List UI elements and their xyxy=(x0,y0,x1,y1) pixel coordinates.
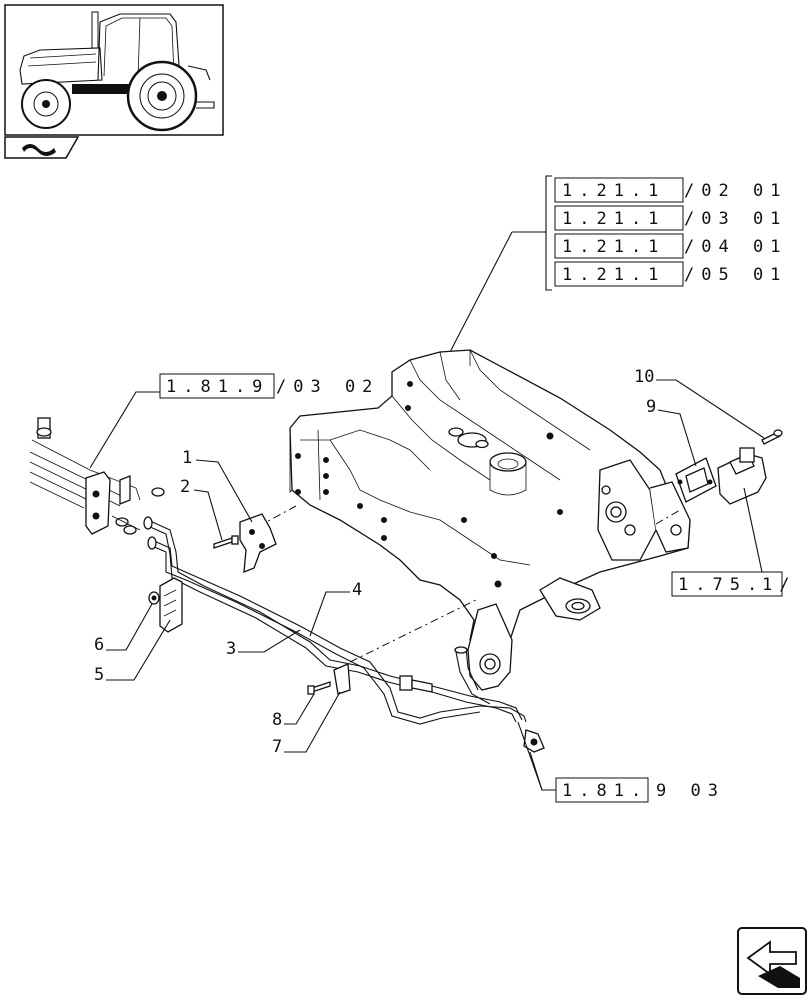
frame-reference-4-suffix: /05 01 xyxy=(684,265,787,285)
left-bracket-reference-suffix: /03 02 xyxy=(276,377,379,397)
callout-6-label: 6 xyxy=(94,635,104,655)
valve-part-10 xyxy=(717,429,783,505)
callout-4-label: 4 xyxy=(352,580,362,600)
valve-block-assembly xyxy=(29,417,165,535)
frame-reference-1-suffix: /02 01 xyxy=(684,181,787,201)
bottom-pipe-reference-suffix: 9 03 xyxy=(656,781,725,801)
callout-4[interactable]: 4 xyxy=(309,580,362,637)
bottom-pipe-reference[interactable]: 1.81. 9 03 xyxy=(517,721,725,803)
callout-9-label: 9 xyxy=(646,397,656,417)
right-valve-reference-suffix: 1/ xyxy=(762,575,796,595)
assembly-line-2 xyxy=(349,599,477,663)
left-bracket-reference[interactable]: 1.81.9 /03 02 xyxy=(89,373,379,469)
callout-3-label: 3 xyxy=(226,639,236,659)
frame-reference-3-code: 1.21.1 xyxy=(562,237,665,257)
frame-reference-4-code: 1.21.1 xyxy=(562,265,665,285)
callout-2-label: 2 xyxy=(180,477,190,497)
tractor-thumbnail-icon xyxy=(4,4,224,136)
frame-reference-2-code: 1.21.1 xyxy=(562,209,665,229)
callout-7[interactable]: 7 xyxy=(272,691,341,757)
frame-reference-4[interactable]: 1.21.1 /05 01 xyxy=(554,261,787,287)
screw-part-2 xyxy=(213,535,239,549)
callout-5[interactable]: 5 xyxy=(94,619,171,685)
callout-8[interactable]: 8 xyxy=(272,693,315,730)
callout-2[interactable]: 2 xyxy=(180,477,223,541)
hydraulic-pipes xyxy=(143,516,545,753)
nut-part-6 xyxy=(148,591,160,605)
assembly-line-3 xyxy=(655,509,681,525)
callout-10-label: 10 xyxy=(634,367,654,387)
callout-1[interactable]: 1 xyxy=(182,448,253,523)
frame-reference-group: 1.21.1 /02 01 1.21.1 /03 01 1.21.1 /04 0… xyxy=(447,175,787,357)
front-support-frame xyxy=(289,349,691,691)
callout-7-label: 7 xyxy=(272,737,282,757)
clip-part-7 xyxy=(333,663,351,695)
callout-1-label: 1 xyxy=(182,448,192,468)
model-badge-icon xyxy=(4,136,80,159)
screw-part-8 xyxy=(307,681,331,695)
left-bracket-reference-code: 1.81.9 xyxy=(166,377,269,397)
right-valve-reference-code: 1.75. xyxy=(678,575,764,595)
frame-reference-2[interactable]: 1.21.1 /03 01 xyxy=(554,205,787,231)
callout-3[interactable]: 3 xyxy=(226,629,301,659)
next-page-arrow-icon[interactable] xyxy=(737,927,807,995)
gasket-part-9 xyxy=(675,457,717,503)
callout-5-label: 5 xyxy=(94,665,104,685)
right-valve-reference[interactable]: 1.75. 1/ xyxy=(671,487,796,597)
bracket-part-1 xyxy=(239,513,277,573)
frame-reference-1-code: 1.21.1 xyxy=(562,181,665,201)
callout-9[interactable]: 9 xyxy=(646,397,697,467)
clamp-part-5 xyxy=(159,577,183,633)
callout-8-label: 8 xyxy=(272,710,282,730)
frame-reference-2-suffix: /03 01 xyxy=(684,209,787,229)
callout-6[interactable]: 6 xyxy=(94,603,153,655)
frame-reference-3-suffix: /04 01 xyxy=(684,237,787,257)
bottom-pipe-reference-code: 1.81. xyxy=(562,781,648,801)
frame-reference-1[interactable]: 1.21.1 /02 01 xyxy=(554,177,787,203)
callout-10[interactable]: 10 xyxy=(634,367,765,439)
frame-reference-3[interactable]: 1.21.1 /04 01 xyxy=(554,233,787,259)
